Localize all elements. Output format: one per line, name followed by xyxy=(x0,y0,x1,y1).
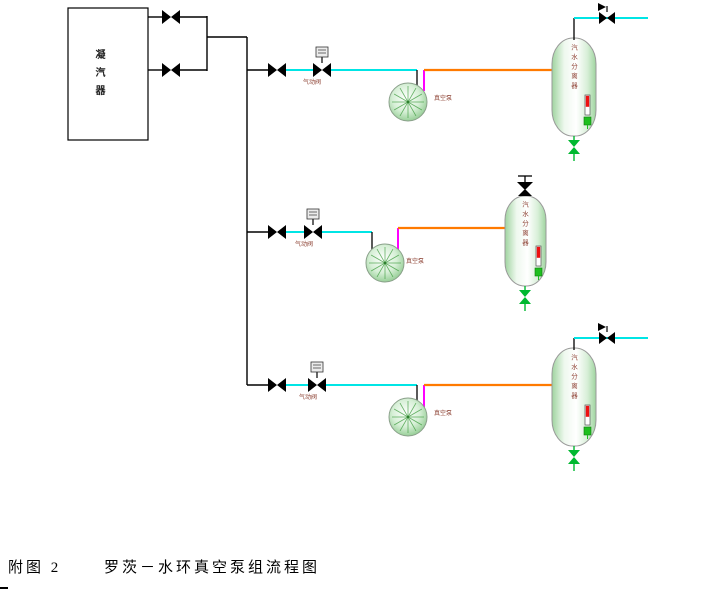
cursor-dash xyxy=(0,587,8,589)
figure-number: 附图 2 xyxy=(8,560,62,576)
branch-2-inlet-valve xyxy=(268,225,286,239)
branch-1-vacuum-pump xyxy=(388,82,428,122)
condenser-vessel xyxy=(67,7,149,141)
branch-3-drain-valve xyxy=(568,446,580,471)
branch-3-inlet-valve xyxy=(268,378,286,392)
branch-2-pump-label: 真空泵 xyxy=(406,259,425,265)
branch-3-pump-label: 真空泵 xyxy=(434,411,453,417)
suction-lines xyxy=(286,69,417,386)
branch-2-control-valve xyxy=(304,208,322,239)
branch-1-control-valve-label: 气动阀 xyxy=(303,80,322,86)
pump-outlet-risers xyxy=(397,70,425,407)
branch-3-vent-valve xyxy=(598,323,615,344)
branch-2-separator-label: 汽水分离器 xyxy=(520,201,528,249)
branch-1-pump-label: 真空泵 xyxy=(434,96,453,102)
branch-3-control-valve xyxy=(308,361,326,392)
header-piping xyxy=(148,16,268,386)
condenser-label: 凝汽器 xyxy=(93,49,104,103)
figure-title: 罗茨－水环真空泵组流程图 xyxy=(104,560,321,576)
branch-3-vacuum-pump xyxy=(388,397,428,437)
branch-1-inlet-valve xyxy=(268,63,286,77)
branch-2-vacuum-pump xyxy=(365,243,405,283)
pump-inlet-drops xyxy=(371,70,418,401)
branch-2-drain-valve xyxy=(519,286,531,311)
discharge-lines xyxy=(398,68,553,387)
branch-1-level-gauge xyxy=(583,94,592,130)
condenser-outlet-valve-2 xyxy=(162,63,180,77)
branch-1-control-valve xyxy=(313,46,331,77)
branch-2-control-valve-label: 气动阀 xyxy=(295,242,314,248)
branch-3-separator-label: 汽水分离器 xyxy=(569,354,577,402)
branch-3-level-gauge xyxy=(583,404,592,440)
branch-1-separator-label: 汽水分离器 xyxy=(569,44,577,92)
branch-2-vent-valve xyxy=(517,175,533,196)
branch-3-control-valve-label: 气动阀 xyxy=(299,395,318,401)
branch-1-vent-piping xyxy=(573,17,648,40)
condenser-outlet-valve-1 xyxy=(162,10,180,24)
branch-1-vent-valve xyxy=(598,3,615,24)
branch-2-level-gauge xyxy=(534,245,543,281)
figure-caption: 附图 2 罗茨－水环真空泵组流程图 xyxy=(8,556,320,577)
branch-1-drain-valve xyxy=(568,136,580,161)
